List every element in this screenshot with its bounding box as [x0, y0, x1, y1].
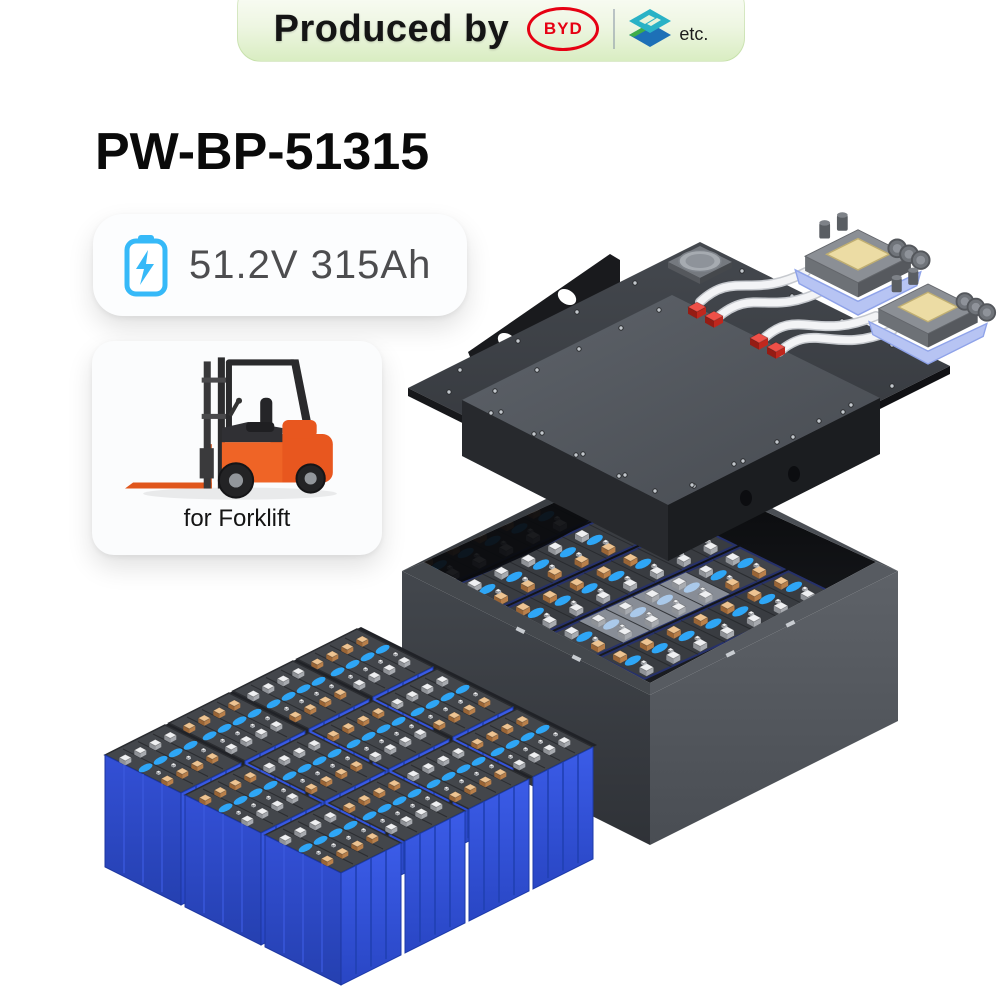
byd-logo-text: BYD — [543, 19, 583, 38]
lid-top-plate — [462, 295, 880, 505]
cell-module — [391, 740, 531, 922]
quick-connectors — [794, 212, 997, 365]
cell-module — [375, 668, 515, 850]
cell-module — [455, 708, 595, 890]
produced-by-label: Produced by — [273, 7, 510, 50]
product-model-title: PW-BP-51315 — [95, 123, 430, 181]
cell-module — [263, 804, 403, 986]
produced-by-banner: Produced by BYD etc. — [237, 0, 745, 62]
banner-divider — [613, 9, 616, 49]
cell-module — [327, 772, 467, 954]
cell-module — [167, 692, 307, 874]
box-right-face — [650, 571, 898, 845]
battery-cell-stack — [103, 627, 597, 986]
box-interior — [424, 459, 876, 683]
interior-shadow — [424, 459, 650, 582]
cells-inside-box — [424, 459, 835, 681]
cell-module — [231, 660, 371, 842]
lid-back-bracket — [468, 254, 620, 396]
application-label: for Forklift — [183, 505, 291, 532]
enclosure-box — [402, 447, 898, 845]
connector — [868, 267, 997, 365]
lid-screws — [446, 268, 895, 494]
cell-module — [247, 732, 387, 914]
cell-module — [103, 724, 243, 906]
partner-diamond-logo-icon — [629, 9, 672, 47]
etc-label: etc. — [679, 24, 709, 44]
voltage-capacity-label: 51.2V 315Ah — [189, 242, 432, 287]
spec-badge: 51.2V 315Ah — [93, 214, 468, 316]
cable-ports — [687, 301, 786, 359]
forklift-image — [125, 357, 337, 500]
byd-logo-icon: BYD — [527, 7, 600, 51]
lid-vent-cap — [668, 246, 732, 284]
lid-hanging-pins — [469, 409, 879, 494]
battery-icon — [124, 235, 168, 297]
application-card: for Forklift — [92, 341, 382, 555]
cell-module — [295, 628, 435, 810]
cell-modules — [103, 628, 595, 986]
lid-assembly — [408, 242, 950, 561]
box-left-face — [402, 571, 650, 845]
power-cables — [695, 267, 898, 357]
connector — [794, 212, 931, 316]
cell-module — [183, 764, 323, 946]
cell-module — [311, 700, 451, 882]
lid-flange-plate — [408, 242, 950, 512]
